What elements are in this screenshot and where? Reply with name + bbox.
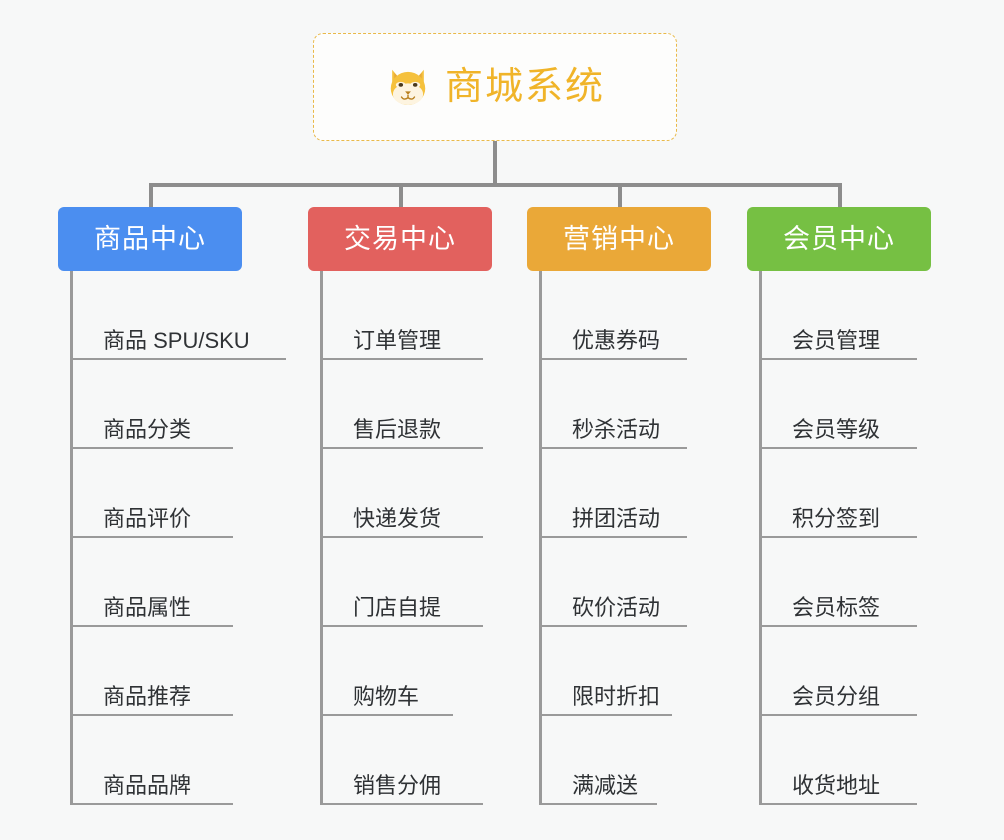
leaf-item[interactable]: 会员等级: [762, 360, 931, 449]
leaf-item-label: 商品 SPU/SKU: [103, 328, 250, 353]
leaf-item-label: 售后退款: [353, 417, 442, 442]
leaf-item-underline: [323, 625, 483, 627]
leaf-item-underline: [542, 536, 687, 538]
leaf-item-underline: [542, 803, 657, 805]
leaf-item-underline: [73, 536, 233, 538]
leaf-item[interactable]: 砍价活动: [542, 538, 711, 627]
leaf-list-3: 优惠券码秒杀活动拼团活动砍价活动限时折扣满减送: [539, 271, 711, 805]
leaf-item[interactable]: 购物车: [323, 627, 492, 716]
leaf-item-underline: [323, 714, 453, 716]
leaf-item[interactable]: 满减送: [542, 716, 711, 805]
category-header-label: 商品中心: [94, 223, 206, 254]
leaf-item-underline: [323, 358, 483, 360]
leaf-item[interactable]: 秒杀活动: [542, 360, 711, 449]
leaf-item-label: 秒杀活动: [572, 417, 661, 442]
category-column-1: 商品中心商品 SPU/SKU 商品分类商品评价商品属性商品推荐商品品牌: [58, 207, 286, 805]
leaf-item-label: 满减送: [572, 773, 639, 798]
leaf-item-label: 商品品牌: [103, 773, 192, 798]
leaf-item-label: 销售分佣: [353, 773, 442, 798]
category-header-label: 营销中心: [563, 223, 675, 254]
leaf-item-underline: [762, 358, 917, 360]
leaf-item[interactable]: 收货地址: [762, 716, 931, 805]
connector-drop-2: [399, 183, 403, 207]
leaf-item[interactable]: 限时折扣: [542, 627, 711, 716]
leaf-item[interactable]: 会员分组: [762, 627, 931, 716]
leaf-item[interactable]: 优惠券码: [542, 271, 711, 360]
leaf-item[interactable]: 门店自提: [323, 538, 492, 627]
leaf-item-underline: [73, 625, 233, 627]
leaf-item-underline: [762, 714, 917, 716]
leaf-item[interactable]: 商品评价: [73, 449, 242, 538]
leaf-item[interactable]: 商品推荐: [73, 627, 242, 716]
leaf-item[interactable]: 商品分类: [73, 360, 242, 449]
leaf-item-underline: [542, 625, 687, 627]
leaf-item[interactable]: 订单管理: [323, 271, 492, 360]
leaf-item-label: 收货地址: [792, 773, 881, 798]
shiba-dog-icon: [390, 69, 426, 107]
category-header-2[interactable]: 交易中心: [308, 207, 492, 271]
leaf-item-label: 商品评价: [103, 506, 192, 531]
leaf-item-underline: [73, 714, 233, 716]
leaf-item-label: 快递发货: [353, 506, 442, 531]
leaf-item-underline: [73, 358, 286, 360]
leaf-item-label: 门店自提: [353, 595, 442, 620]
category-header-label: 会员中心: [783, 223, 895, 254]
leaf-item[interactable]: 会员管理: [762, 271, 931, 360]
leaf-item-underline: [762, 803, 917, 805]
root-title: 商城系统: [444, 66, 605, 108]
leaf-item[interactable]: 会员标签: [762, 538, 931, 627]
leaf-list-1: 商品 SPU/SKU 商品分类商品评价商品属性商品推荐商品品牌: [70, 271, 286, 805]
leaf-item-label: 会员标签: [792, 595, 881, 620]
leaf-item-label: 砍价活动: [572, 595, 661, 620]
connector-drop-1: [149, 183, 153, 207]
leaf-item-underline: [762, 536, 917, 538]
leaf-item-label: 会员等级: [792, 417, 881, 442]
leaf-item-underline: [762, 447, 917, 449]
leaf-item[interactable]: 商品属性: [73, 538, 242, 627]
leaf-item-underline: [73, 447, 233, 449]
leaf-item-label: 商品属性: [103, 595, 192, 620]
leaf-item-label: 拼团活动: [572, 506, 661, 531]
category-column-3: 营销中心优惠券码秒杀活动拼团活动砍价活动限时折扣满减送: [527, 207, 711, 805]
leaf-item-label: 商品分类: [103, 417, 192, 442]
leaf-item-underline: [73, 803, 233, 805]
leaf-item[interactable]: 商品品牌: [73, 716, 242, 805]
leaf-item-label: 订单管理: [353, 328, 442, 353]
leaf-item-underline: [542, 447, 687, 449]
leaf-item[interactable]: 积分签到: [762, 449, 931, 538]
leaf-item-underline: [762, 625, 917, 627]
category-header-3[interactable]: 营销中心: [527, 207, 711, 271]
leaf-item-underline: [323, 536, 483, 538]
leaf-list-4: 会员管理会员等级积分签到会员标签会员分组收货地址: [759, 271, 931, 805]
leaf-item-label: 购物车: [353, 684, 420, 709]
leaf-item-label: 商品推荐: [103, 684, 192, 709]
connector-drop-3: [618, 183, 622, 207]
leaf-item-label: 会员管理: [792, 328, 881, 353]
category-header-4[interactable]: 会员中心: [747, 207, 931, 271]
root-node[interactable]: 商城系统: [313, 33, 677, 141]
connector-drop-4: [838, 183, 842, 207]
leaf-item-label: 会员分组: [792, 684, 881, 709]
leaf-item-underline: [323, 447, 483, 449]
leaf-item-label: 积分签到: [792, 506, 881, 531]
category-column-4: 会员中心会员管理会员等级积分签到会员标签会员分组收货地址: [747, 207, 931, 805]
category-header-label: 交易中心: [344, 223, 456, 254]
leaf-item-underline: [542, 714, 672, 716]
category-column-2: 交易中心订单管理售后退款快递发货门店自提购物车销售分佣: [308, 207, 492, 805]
leaf-item-underline: [323, 803, 483, 805]
leaf-list-2: 订单管理售后退款快递发货门店自提购物车销售分佣: [320, 271, 492, 805]
leaf-item[interactable]: 快递发货: [323, 449, 492, 538]
leaf-item-label: 优惠券码: [572, 328, 661, 353]
connector-root-stem: [493, 141, 497, 185]
leaf-item-label: 限时折扣: [572, 684, 661, 709]
leaf-item[interactable]: 销售分佣: [323, 716, 492, 805]
leaf-item[interactable]: 商品 SPU/SKU: [73, 271, 286, 360]
connector-horizontal-bus: [149, 183, 839, 187]
leaf-item-underline: [542, 358, 687, 360]
category-header-1[interactable]: 商品中心: [58, 207, 242, 271]
leaf-item[interactable]: 售后退款: [323, 360, 492, 449]
leaf-item[interactable]: 拼团活动: [542, 449, 711, 538]
